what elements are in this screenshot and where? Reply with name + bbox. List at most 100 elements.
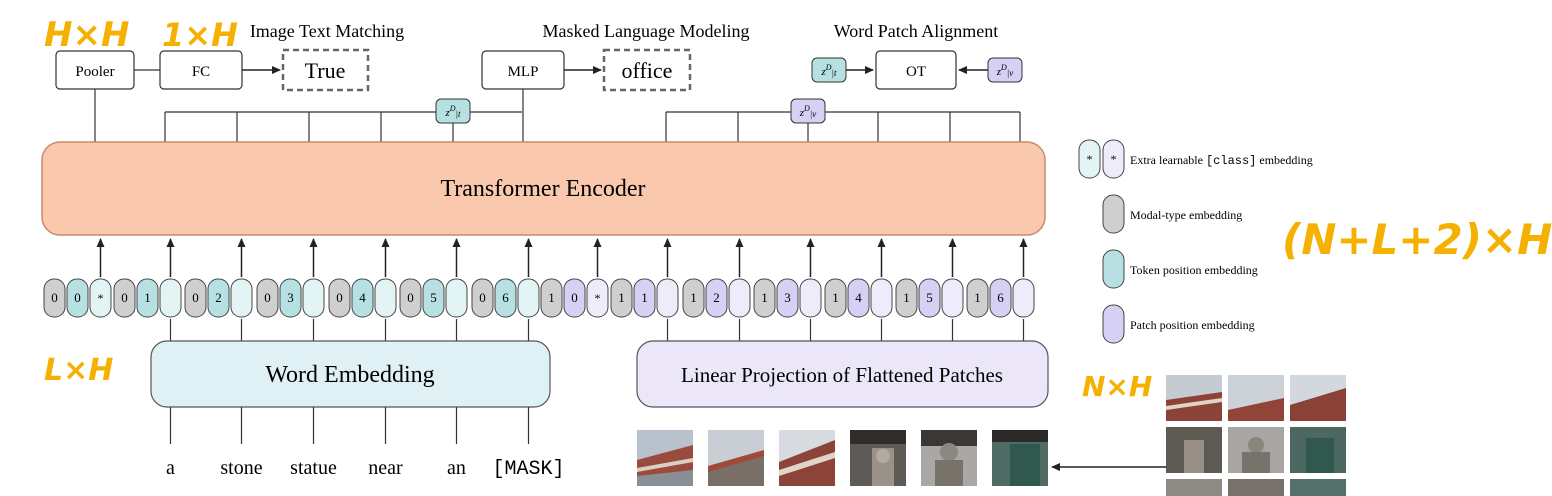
modal-type-chip (753, 278, 776, 318)
grid-patch-2 (1228, 375, 1284, 421)
grid-patch-9 (1290, 479, 1346, 496)
modal-type-chip (895, 278, 918, 318)
legend-patch-position: Patch position embedding (1102, 304, 1255, 344)
modal-type-chip (113, 278, 136, 318)
legend-star-image: * (1111, 152, 1117, 166)
token-chip (89, 278, 112, 318)
modal-type-value: 0 (51, 290, 58, 305)
zv-chip-head: zD|v (987, 57, 1023, 83)
modal-type-value: 1 (974, 290, 981, 305)
input-word: a (166, 457, 175, 479)
position-chip (136, 278, 159, 318)
position-value: 2 (215, 290, 222, 305)
patch-image-2 (708, 430, 764, 486)
word-embedding-box: Word Embedding (150, 340, 551, 408)
fc-box: FC (159, 50, 243, 90)
svg-text:zD|t: zD|t (444, 104, 461, 119)
position-value: 0 (74, 290, 81, 305)
class-star: * (595, 291, 601, 305)
word-embedding-label: Word Embedding (265, 362, 434, 388)
itm-title: Image Text Matching (250, 21, 404, 41)
zt-bracket-z: z (444, 107, 450, 119)
token-chip (302, 278, 325, 318)
position-chip (351, 278, 374, 318)
zv-bracket-z: z (799, 107, 805, 119)
token-chip (941, 278, 964, 318)
grid-patch-5 (1228, 427, 1284, 473)
modal-type-value: 1 (903, 290, 910, 305)
true-output-box: True (281, 48, 370, 92)
token-chip (230, 278, 253, 318)
mlm-title: Masked Language Modeling (543, 21, 750, 41)
position-value: 4 (359, 290, 366, 305)
grid-patch-4 (1166, 427, 1222, 473)
position-value: 6 (997, 290, 1004, 305)
position-value: 1 (144, 290, 151, 305)
token-chip (374, 278, 397, 318)
patch-projection-label: Linear Projection of Flattened Patches (681, 363, 1003, 387)
legend-class-code: [class] (1206, 154, 1256, 168)
position-chip (279, 278, 302, 318)
position-chip (66, 278, 89, 318)
input-word: statue (290, 457, 337, 479)
modal-type-value: 1 (618, 290, 625, 305)
modal-type-value: 1 (690, 290, 697, 305)
legend-modal-label: Modal-type embedding (1130, 208, 1242, 222)
modal-type-chip (184, 278, 207, 318)
position-value: 3 (784, 290, 791, 305)
position-value: 5 (926, 290, 933, 305)
annotation-nxh: N×H (1082, 370, 1152, 403)
token-chip (445, 278, 468, 318)
position-value: 0 (571, 290, 578, 305)
fc-label: FC (192, 64, 210, 80)
position-chip (847, 278, 870, 318)
grid-patch-7 (1166, 479, 1222, 496)
annotation-total: (N+L+2)×H (1282, 215, 1552, 264)
position-chip (989, 278, 1012, 318)
token-arrows (96, 238, 1028, 277)
token-chip (586, 278, 609, 318)
patch-image-3 (779, 430, 835, 486)
position-value: 3 (287, 290, 294, 305)
patch-image-5 (921, 430, 977, 486)
legend-star-text: * (1087, 152, 1093, 166)
modal-type-chip (824, 278, 847, 318)
text-token-0: 0 0 * (43, 278, 112, 318)
modal-type-value: 0 (264, 290, 271, 305)
svg-text:zD|v: zD|v (799, 104, 817, 119)
ot-box: OT (875, 50, 957, 90)
modal-type-chip (682, 278, 705, 318)
token-chip (517, 278, 540, 318)
position-chip (422, 278, 445, 318)
legend-modal-type: Modal-type embedding (1102, 194, 1242, 234)
modal-type-chip (43, 278, 66, 318)
transformer-encoder-label: Transformer Encoder (440, 176, 645, 202)
image-output-bracket (665, 111, 1021, 142)
modal-type-value: 1 (832, 290, 839, 305)
zt-chip-head: zD|t (811, 57, 847, 83)
legend-class-pre: Extra learnable (1130, 153, 1206, 167)
patch-projection-box: Linear Projection of Flattened Patches (636, 340, 1049, 408)
position-value: 4 (855, 290, 862, 305)
input-word: stone (220, 457, 262, 479)
grid-patch-8 (1228, 479, 1284, 496)
zt-head-sub: |t (832, 68, 837, 78)
input-word: near (368, 457, 403, 479)
zt-chip-bracket: zD|t (435, 98, 471, 124)
zt-head-z: z (820, 66, 826, 78)
patch-image-1 (637, 430, 693, 486)
modal-type-chip (399, 278, 422, 318)
position-chip (633, 278, 656, 318)
position-chip (705, 278, 728, 318)
annotation-hxh: H×H (44, 15, 129, 55)
legend-class-post: embedding (1256, 153, 1312, 167)
office-output-box: office (602, 48, 692, 92)
patch-image-6 (992, 430, 1048, 486)
class-star: * (98, 291, 104, 305)
